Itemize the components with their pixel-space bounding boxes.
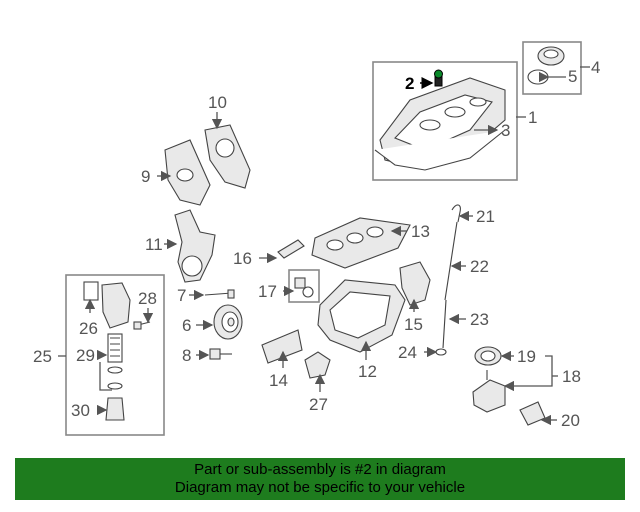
oil-pump-part[interactable] xyxy=(472,370,506,413)
callout-21[interactable]: 21 xyxy=(476,207,495,226)
callout-6[interactable]: 6 xyxy=(182,316,191,335)
banner-line-2: Diagram may not be specific to your vehi… xyxy=(174,479,466,496)
valve-cover-group-box xyxy=(372,61,518,181)
callout-26[interactable]: 26 xyxy=(79,319,98,338)
filter-element-part[interactable] xyxy=(107,333,123,363)
dipstick-tube-part[interactable] xyxy=(442,299,447,349)
callout-15[interactable]: 15 xyxy=(404,315,423,334)
dipstick-seal-part[interactable] xyxy=(435,348,447,356)
timing-cover-rear-part[interactable] xyxy=(174,209,216,283)
callout-16[interactable]: 16 xyxy=(233,249,252,268)
callout-25[interactable]: 25 xyxy=(33,347,52,366)
callout-30[interactable]: 30 xyxy=(71,401,90,420)
callout-10[interactable]: 10 xyxy=(208,93,227,112)
gasket-strip-part[interactable] xyxy=(277,239,305,259)
callout-24[interactable]: 24 xyxy=(398,343,417,362)
callout-17[interactable]: 17 xyxy=(258,282,277,301)
callout-8[interactable]: 8 xyxy=(182,346,191,365)
pump-bracket-part[interactable] xyxy=(519,401,546,426)
timing-cover-lower-part[interactable] xyxy=(164,139,211,206)
exploded-parts-diagram: 1 2 3 4 5 6 7 8 9 10 11 12 13 14 15 16 1… xyxy=(33,41,600,436)
callout-4[interactable]: 4 xyxy=(591,58,600,77)
baffle-part[interactable] xyxy=(399,261,431,306)
oil-cap-seal-part[interactable] xyxy=(527,69,549,85)
drain-plug-part[interactable] xyxy=(209,348,232,360)
callout-23[interactable]: 23 xyxy=(470,310,489,329)
bracket-part[interactable] xyxy=(304,351,331,379)
crankshaft-bolt-part[interactable] xyxy=(204,289,235,299)
dipstick-handle-part[interactable] xyxy=(451,204,461,223)
callout-3[interactable]: 3 xyxy=(501,121,510,140)
callout-9[interactable]: 9 xyxy=(141,167,150,186)
callout-27[interactable]: 27 xyxy=(309,395,328,414)
windage-tray-part[interactable] xyxy=(261,329,303,364)
filter-o-ring-part[interactable] xyxy=(107,366,123,390)
oil-filter-group-box xyxy=(65,274,165,436)
oil-filler-cap-part[interactable] xyxy=(537,46,565,66)
callout-22[interactable]: 22 xyxy=(470,257,489,276)
callout-1[interactable]: 1 xyxy=(528,108,537,127)
callout-5[interactable]: 5 xyxy=(568,67,577,86)
callout-13[interactable]: 13 xyxy=(411,222,430,241)
valve-cover-bolt-part-2[interactable] xyxy=(434,69,443,87)
timing-cover-upper-part[interactable] xyxy=(204,124,251,189)
oil-filter-housing-part[interactable] xyxy=(83,281,131,329)
callout-11[interactable]: 11 xyxy=(145,235,163,254)
valve-cover-part[interactable] xyxy=(374,77,506,171)
callout-14[interactable]: 14 xyxy=(269,371,288,390)
crankshaft-pulley-part[interactable] xyxy=(213,304,243,340)
callout-19[interactable]: 19 xyxy=(517,347,536,366)
filter-cap-part[interactable] xyxy=(105,397,125,421)
callout-12[interactable]: 12 xyxy=(358,362,377,381)
callout-7[interactable]: 7 xyxy=(177,286,186,305)
callout-20[interactable]: 20 xyxy=(561,411,580,430)
filter-sensor-part[interactable] xyxy=(133,321,151,330)
callout-18[interactable]: 18 xyxy=(562,367,581,386)
pump-seal-part[interactable] xyxy=(474,346,502,366)
oil-level-sensor-part[interactable] xyxy=(288,269,320,303)
callout-29[interactable]: 29 xyxy=(76,346,95,365)
callout-2[interactable]: 2 xyxy=(405,74,414,93)
oil-cap-group-box xyxy=(522,41,582,95)
dipstick-part[interactable] xyxy=(444,221,458,301)
oil-pan-gasket-part[interactable] xyxy=(311,217,411,269)
callout-28[interactable]: 28 xyxy=(138,289,157,308)
oil-pan-part[interactable] xyxy=(317,279,406,353)
info-banner: Part or sub-assembly is #2 in diagram Di… xyxy=(15,458,625,500)
banner-line-1: Part or sub-assembly is #2 in diagram xyxy=(194,461,446,478)
